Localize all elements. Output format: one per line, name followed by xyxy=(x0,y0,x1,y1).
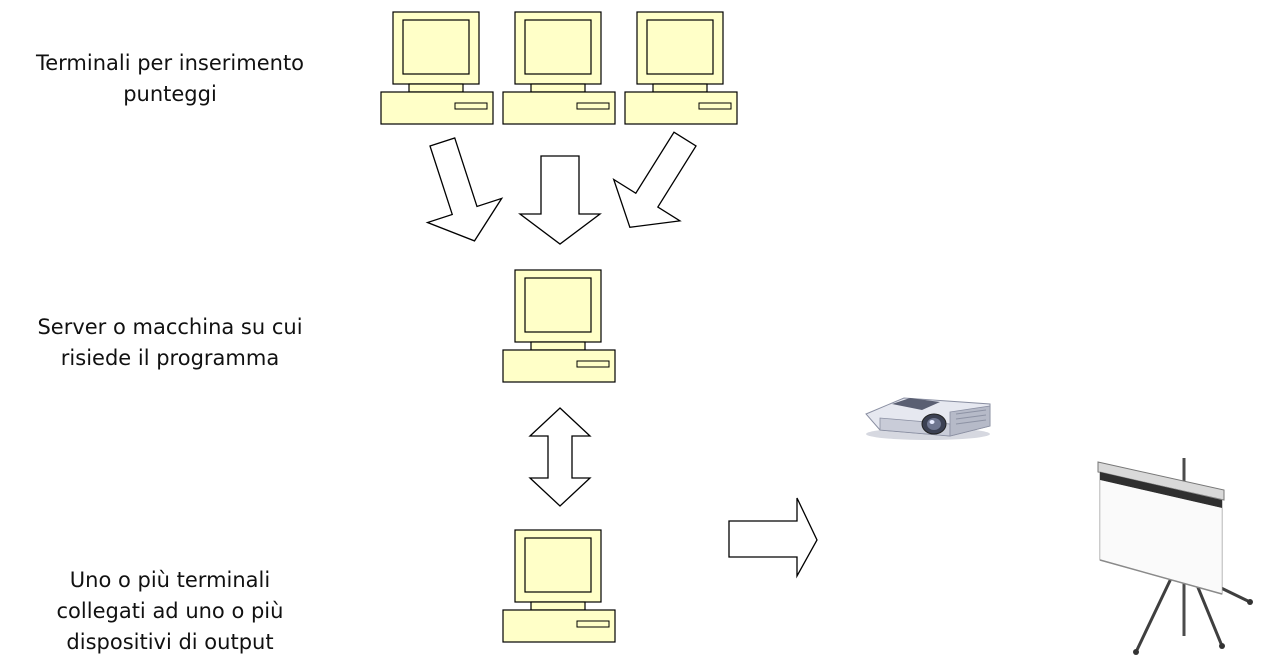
arrow-icon xyxy=(425,137,504,242)
computer-icon xyxy=(502,11,616,125)
computer-icon xyxy=(502,529,616,643)
label-server: Server o macchina su cui risiede il prog… xyxy=(37,315,303,370)
projection-screen-icon xyxy=(1097,458,1253,655)
projector-icon xyxy=(865,397,991,440)
computer-icon xyxy=(502,269,616,383)
label-output-terminals: Uno o più terminali collegati ad uno o p… xyxy=(56,568,284,654)
double-arrow-icon xyxy=(528,407,592,507)
arrow-icon xyxy=(612,131,697,229)
arrow-icon xyxy=(728,497,818,579)
computer-icon xyxy=(624,11,738,125)
computer-icon xyxy=(380,11,494,125)
arrow-icon xyxy=(518,155,602,245)
label-input-terminals: Terminali per inserimento punteggi xyxy=(35,51,305,106)
